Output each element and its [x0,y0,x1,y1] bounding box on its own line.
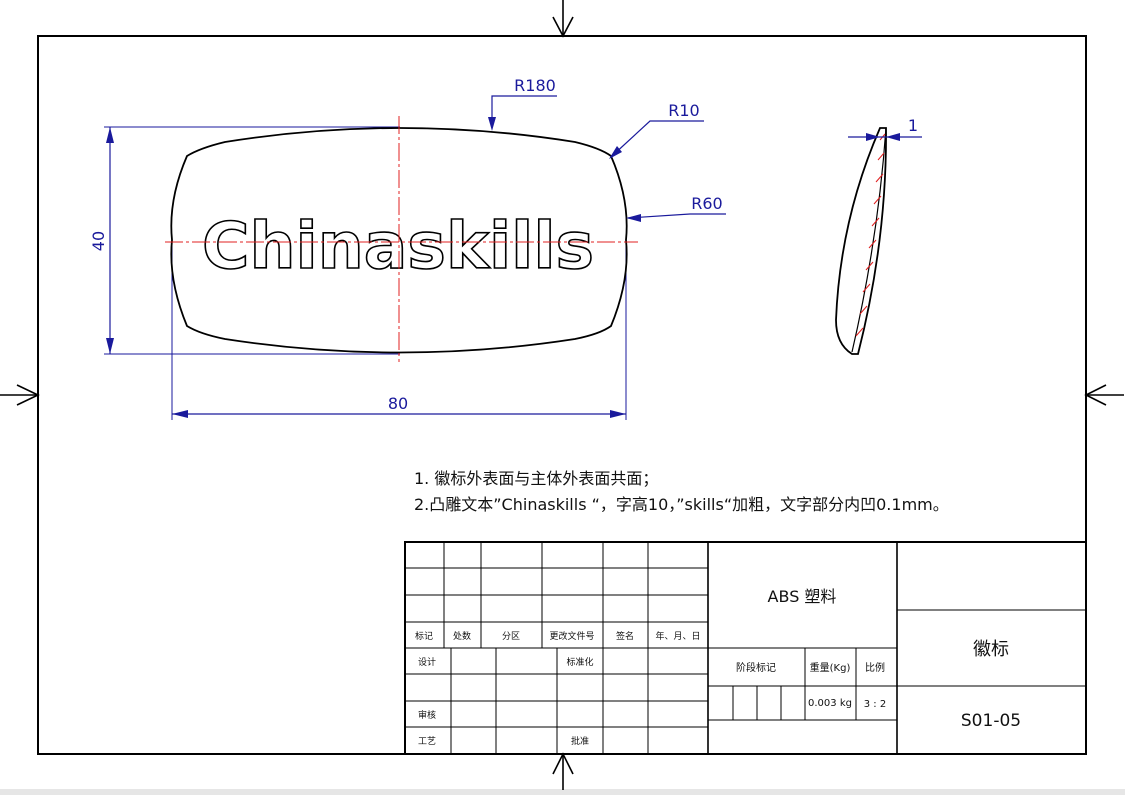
dim-r10: R10 [609,101,704,159]
centering-mark-left [0,384,40,406]
centering-mark-right [1084,384,1124,406]
centerlines [165,116,638,362]
side-profile [835,127,887,355]
tb-role-approve: 批准 [571,735,589,747]
dim-height-value: 40 [89,231,108,251]
tb-role-review: 审核 [418,709,436,721]
tb-weight-label: 重量(Kg) [810,661,851,674]
centering-mark-top [552,0,574,38]
dim-r180: R180 [488,76,557,131]
note-line-1: 1. 徽标外表面与主体外表面共面； [414,469,658,488]
dim-thickness-value: 1 [908,116,918,135]
dim-width-value: 80 [388,394,408,413]
tb-scale-label: 比例 [865,661,885,674]
tb-role-design: 设计 [418,656,436,668]
note-line-2: 2.凸雕文本”Chinaskills “，字高10，”skills“加粗，文字部… [414,495,949,514]
side-hatching [855,133,886,337]
technical-notes: 1. 徽标外表面与主体外表面共面； 2.凸雕文本”Chinaskills “，字… [414,469,949,514]
tb-material: ABS 塑料 [768,587,837,606]
tb-weight-value: 0.003 kg [808,698,852,709]
dim-width: 80 [172,394,626,418]
tb-role-process: 工艺 [418,736,436,747]
page-edge [0,789,1125,795]
tb-stage-mark: 阶段标记 [736,661,776,674]
emblem-outline [170,127,628,354]
tb-header-change-doc: 更改文件号 [549,630,594,642]
tb-header-date: 年、月、日 [655,630,700,642]
tb-drawing-no: S01-05 [961,711,1021,731]
front-view: Chinaskills 40 80 R180 [89,76,726,420]
title-block [404,541,1087,755]
dim-height: 40 [89,127,114,354]
logo-text: Chinaskills [202,210,594,284]
tb-header-sign: 签名 [616,630,634,642]
centering-mark-bottom [552,752,574,790]
tb-part-name: 徽标 [973,639,1009,660]
tb-scale-value: 3 : 2 [864,699,886,710]
tb-header-mark: 标记 [415,630,433,642]
dim-r10-label: R10 [668,101,699,120]
tb-header-zone: 分区 [502,631,520,642]
drawing-frame [37,35,1087,755]
tb-role-standard: 标准化 [566,656,593,668]
dim-thickness: 1 [848,116,922,141]
title-block-text: 标记 处数 分区 更改文件号 签名 年、月、日 设计 标准化 审核 工艺 批准 … [415,587,1021,747]
dim-r180-label: R180 [514,76,556,95]
dim-r60: R60 [626,194,726,222]
dim-r60-label: R60 [691,194,722,213]
tb-header-count: 处数 [453,630,471,642]
side-view: 1 [835,116,922,355]
